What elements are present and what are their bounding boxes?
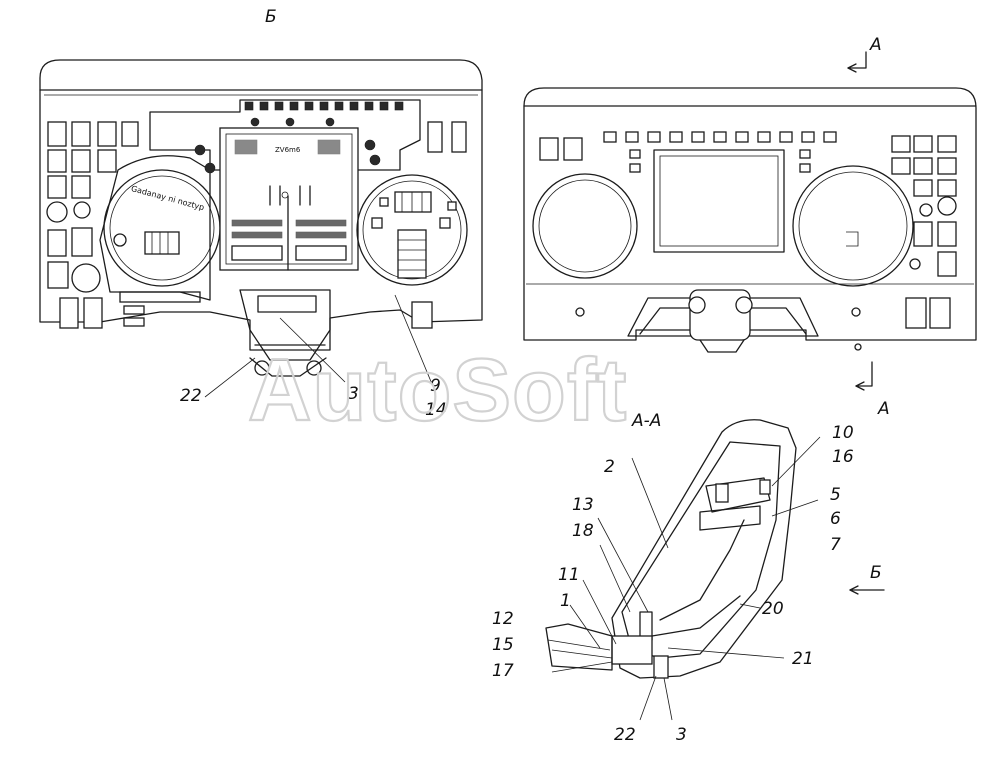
callout-3: 3 bbox=[348, 384, 359, 404]
central-module: ZV6m6 bbox=[219, 127, 359, 271]
relay-block-left bbox=[46, 121, 139, 329]
left-gauge-housing: Gadanay ni noztyp bbox=[99, 155, 221, 301]
front-view-panel bbox=[523, 51, 977, 391]
connector-strip bbox=[119, 291, 201, 327]
display-screen bbox=[653, 149, 785, 253]
callout-2: 2 bbox=[604, 457, 615, 477]
top-connector-row bbox=[149, 99, 421, 174]
top-button-row bbox=[603, 131, 837, 143]
right-button-grid bbox=[891, 135, 957, 277]
callout-16: 16 bbox=[832, 447, 854, 467]
section-arrow-b: Б bbox=[870, 563, 882, 583]
callout-6: 6 bbox=[830, 509, 841, 529]
callout-15: 15 bbox=[492, 635, 514, 655]
steering-column-mount bbox=[627, 289, 819, 353]
callout-14: 14 bbox=[425, 400, 447, 420]
callout-9: 9 bbox=[430, 376, 441, 396]
callout-5: 5 bbox=[830, 485, 841, 505]
section-arrow-a-top: А bbox=[869, 35, 882, 55]
callout-12: 12 bbox=[492, 609, 514, 629]
section-title: А-А bbox=[631, 411, 661, 431]
callout-22: 22 bbox=[180, 386, 202, 406]
right-gauge-housing bbox=[356, 121, 468, 329]
callout-22-section: 22 bbox=[614, 725, 636, 745]
mounting-bracket bbox=[239, 289, 331, 377]
callout-17: 17 bbox=[492, 661, 514, 681]
watermark: AutoSoft bbox=[248, 340, 627, 439]
section-arrow-a-bottom: А bbox=[877, 399, 890, 419]
view-b-title: Б bbox=[265, 7, 277, 27]
callout-7: 7 bbox=[830, 535, 841, 555]
callout-13: 13 bbox=[572, 495, 594, 515]
rear-view-panel: Gadanay ni noztyp bbox=[39, 59, 483, 398]
section-a-a bbox=[545, 419, 885, 721]
callout-20: 20 bbox=[762, 599, 784, 619]
callout-3-section: 3 bbox=[676, 725, 687, 745]
callout-10: 10 bbox=[832, 423, 854, 443]
speedometer-gauge bbox=[532, 173, 638, 279]
callout-21: 21 bbox=[792, 649, 814, 669]
tachometer-gauge bbox=[792, 165, 914, 287]
gauge-label: Gadanay ni noztyp bbox=[130, 184, 205, 212]
callout-18: 18 bbox=[572, 521, 594, 541]
callout-1: 1 bbox=[560, 591, 571, 611]
module-label: ZV6m6 bbox=[275, 146, 301, 154]
callout-11: 11 bbox=[558, 565, 580, 585]
